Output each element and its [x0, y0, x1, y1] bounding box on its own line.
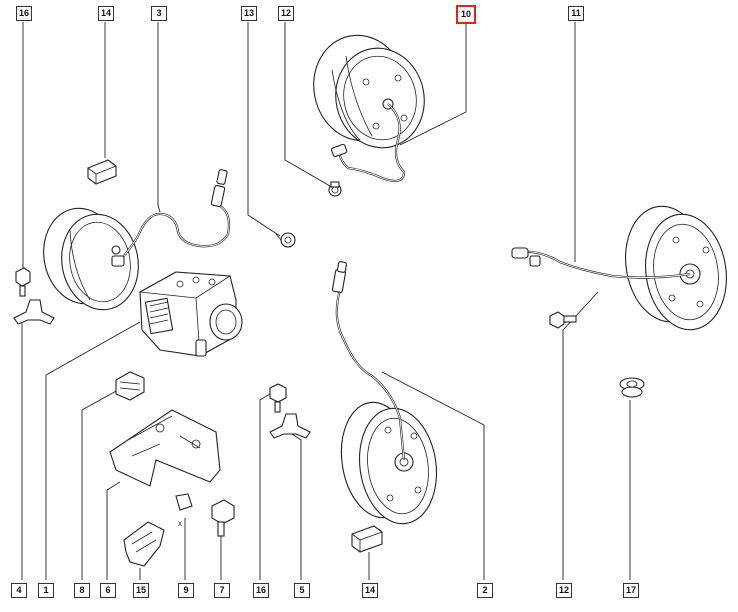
- callout-12-top[interactable]: 12: [278, 6, 294, 21]
- callout-5[interactable]: 5: [294, 583, 310, 598]
- wheel-right: [625, 205, 727, 331]
- callout-14-top[interactable]: 14: [98, 6, 114, 21]
- callout-16-top-left[interactable]: 16: [16, 6, 32, 21]
- connector-part-8: [115, 371, 145, 401]
- callout-2[interactable]: 2: [477, 583, 493, 598]
- mark-x: x: [178, 519, 182, 528]
- wheel-sensor-part-2: [331, 261, 406, 461]
- leader-lines: [21, 22, 631, 580]
- callout-16-bottom[interactable]: 16: [253, 583, 269, 598]
- abs-hydraulic-unit: [138, 271, 243, 357]
- nut-part-13: [275, 232, 296, 248]
- screw-part-16-left: [15, 267, 31, 297]
- wheel-sensor-part-11: [511, 247, 691, 279]
- bolt-part-12-right: [549, 311, 577, 329]
- wheel-sensor-part-3: [111, 169, 231, 267]
- bolt-part-12-top: [328, 181, 342, 197]
- callout-17[interactable]: 17: [623, 583, 639, 598]
- wheel-bottom-center: [340, 401, 438, 525]
- clip-part-14-bottom: [351, 525, 383, 553]
- callout-15[interactable]: 15: [133, 583, 149, 598]
- callout-12-bottom[interactable]: 12: [556, 583, 572, 598]
- grommet-part-15: x: [123, 519, 182, 567]
- clip-part-9: [175, 493, 193, 511]
- callout-9[interactable]: 9: [178, 583, 194, 598]
- callout-11[interactable]: 11: [568, 6, 584, 21]
- wheel-sensor-part-10: [331, 103, 406, 183]
- callout-1[interactable]: 1: [38, 583, 54, 598]
- grommet-part-17: [619, 377, 645, 398]
- callout-14-bottom[interactable]: 14: [362, 583, 378, 598]
- callout-4[interactable]: 4: [11, 583, 27, 598]
- bracket-part-4: [13, 299, 55, 325]
- callout-10-highlighted[interactable]: 10: [456, 5, 476, 24]
- callout-13[interactable]: 13: [241, 6, 257, 21]
- mounting-bracket-part-6: [109, 409, 221, 487]
- clip-part-14-top: [87, 159, 117, 185]
- bracket-part-5: [269, 413, 311, 439]
- callout-6[interactable]: 6: [100, 583, 116, 598]
- callout-8[interactable]: 8: [74, 583, 90, 598]
- screw-part-16-middle: [269, 383, 287, 413]
- wheel-top-center: [313, 34, 425, 149]
- bolt-part-7: [211, 499, 235, 537]
- callout-3[interactable]: 3: [151, 6, 167, 21]
- wheel-left: [43, 207, 139, 311]
- callout-7[interactable]: 7: [214, 583, 230, 598]
